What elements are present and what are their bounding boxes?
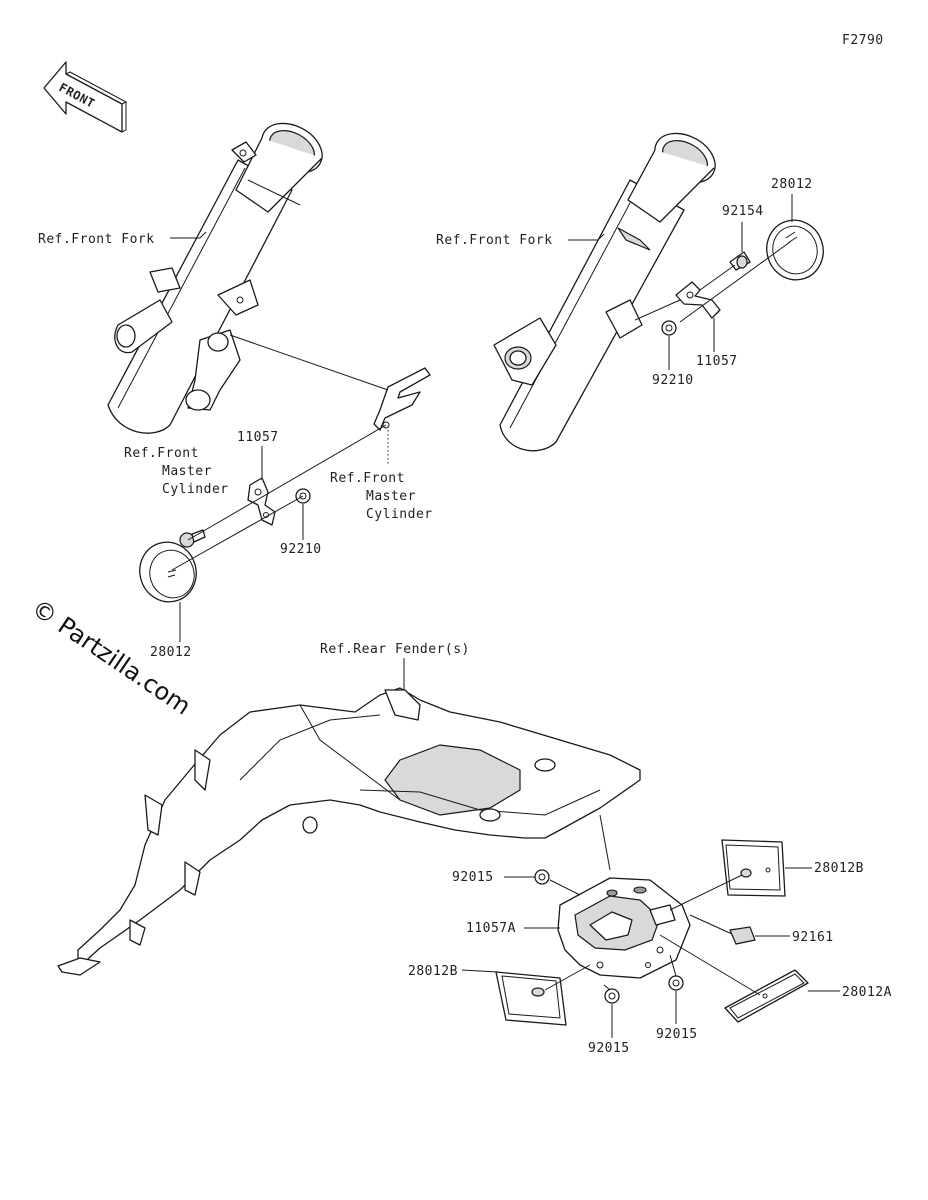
label-ref-master-cylinder-left-1: Ref.Front: [124, 446, 199, 461]
reflector-28012A: [724, 969, 809, 1023]
left-master-cylinder-bracket: [229, 334, 431, 431]
reflector-28012B-right: [721, 839, 786, 897]
label-28012-left: 28012: [150, 645, 192, 660]
label-92161: 92161: [792, 930, 834, 945]
label-ref-front-fork-right: Ref.Front Fork: [436, 233, 553, 248]
reflector-28012-right: [766, 219, 824, 281]
label-ref-front-fork-left: Ref.Front Fork: [38, 232, 155, 247]
label-ref-master-cylinder-right-1: Ref.Front: [330, 471, 405, 486]
front-arrow-icon: FRONT: [43, 61, 128, 133]
nut-92015-bottom-left: [604, 988, 620, 1004]
label-ref-master-cylinder-left-2: Master: [162, 464, 212, 479]
label-92015-bottom-right: 92015: [656, 1027, 698, 1042]
label-28012-right: 28012: [771, 177, 813, 192]
bolt-left: [179, 529, 206, 548]
label-28012A: 28012A: [842, 985, 892, 1000]
label-11057-left: 11057: [237, 430, 279, 445]
right-front-fork: [493, 132, 716, 452]
figure-code: F2790: [842, 33, 884, 48]
label-92015-bottom-left: 92015: [588, 1041, 630, 1056]
reflector-28012-left: [139, 541, 197, 603]
bracket-11057-right: [675, 281, 721, 319]
label-11057-right: 11057: [696, 354, 738, 369]
clip-92161: [729, 926, 756, 945]
label-28012B-left: 28012B: [408, 964, 458, 979]
left-front-fork: [107, 122, 323, 434]
label-92015-top: 92015: [452, 870, 494, 885]
bolt-92154: [729, 251, 751, 271]
nut-92210-right: [661, 320, 677, 336]
label-ref-rear-fender: Ref.Rear Fender(s): [320, 642, 470, 657]
reflector-28012B-left: [495, 971, 567, 1026]
rear-fender: [57, 687, 641, 976]
nut-92015-top: [534, 869, 550, 885]
label-ref-master-cylinder-right-3: Cylinder: [366, 507, 433, 522]
label-ref-master-cylinder-left-3: Cylinder: [162, 482, 229, 497]
label-11057A: 11057A: [466, 921, 516, 936]
nut-92015-bottom-right: [668, 975, 684, 991]
label-92154: 92154: [722, 204, 764, 219]
label-28012B-right: 28012B: [814, 861, 864, 876]
bracket-11057-left: [247, 477, 276, 526]
label-92210-left: 92210: [280, 542, 322, 557]
label-ref-master-cylinder-right-2: Master: [366, 489, 416, 504]
label-92210-right: 92210: [652, 373, 694, 388]
bracket-11057A: [557, 877, 691, 979]
